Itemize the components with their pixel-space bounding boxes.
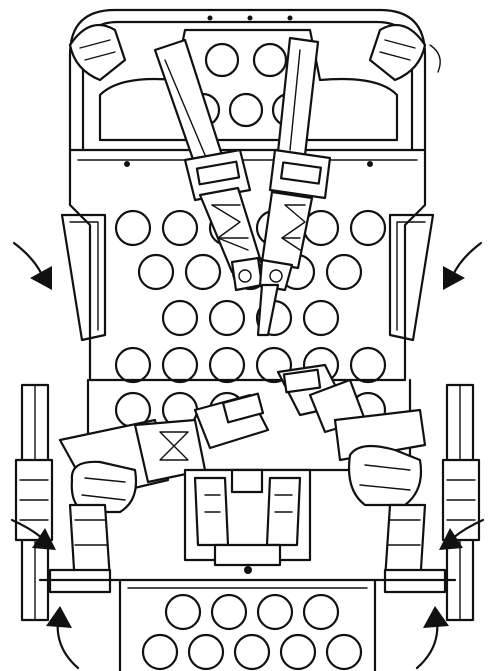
post-left	[14, 383, 54, 622]
strap-adjuster-left	[183, 148, 252, 202]
waist-belt-right	[276, 363, 427, 462]
shoulder-pad-right	[368, 23, 441, 82]
bottom-frame	[38, 578, 457, 671]
hip-pad-right	[347, 444, 423, 507]
hip-pad-left	[70, 460, 138, 514]
curved-arrow-icon	[12, 241, 52, 290]
post-right	[441, 383, 481, 622]
strap-adjuster-right	[268, 148, 332, 200]
curved-arrow-icon	[443, 241, 483, 290]
torso-strap-right	[260, 190, 314, 270]
back-plate	[68, 15, 427, 382]
center-buckle	[230, 256, 294, 337]
shoulder-pad-left	[68, 23, 127, 82]
center-clamp	[183, 468, 312, 574]
curved-arrow-icon	[46, 606, 80, 670]
side-rail-left	[60, 213, 107, 342]
curved-arrow-icon	[10, 518, 56, 550]
curved-arrow-icon	[439, 518, 485, 550]
side-rail-right	[388, 213, 435, 342]
curved-arrow-icon	[415, 606, 449, 670]
